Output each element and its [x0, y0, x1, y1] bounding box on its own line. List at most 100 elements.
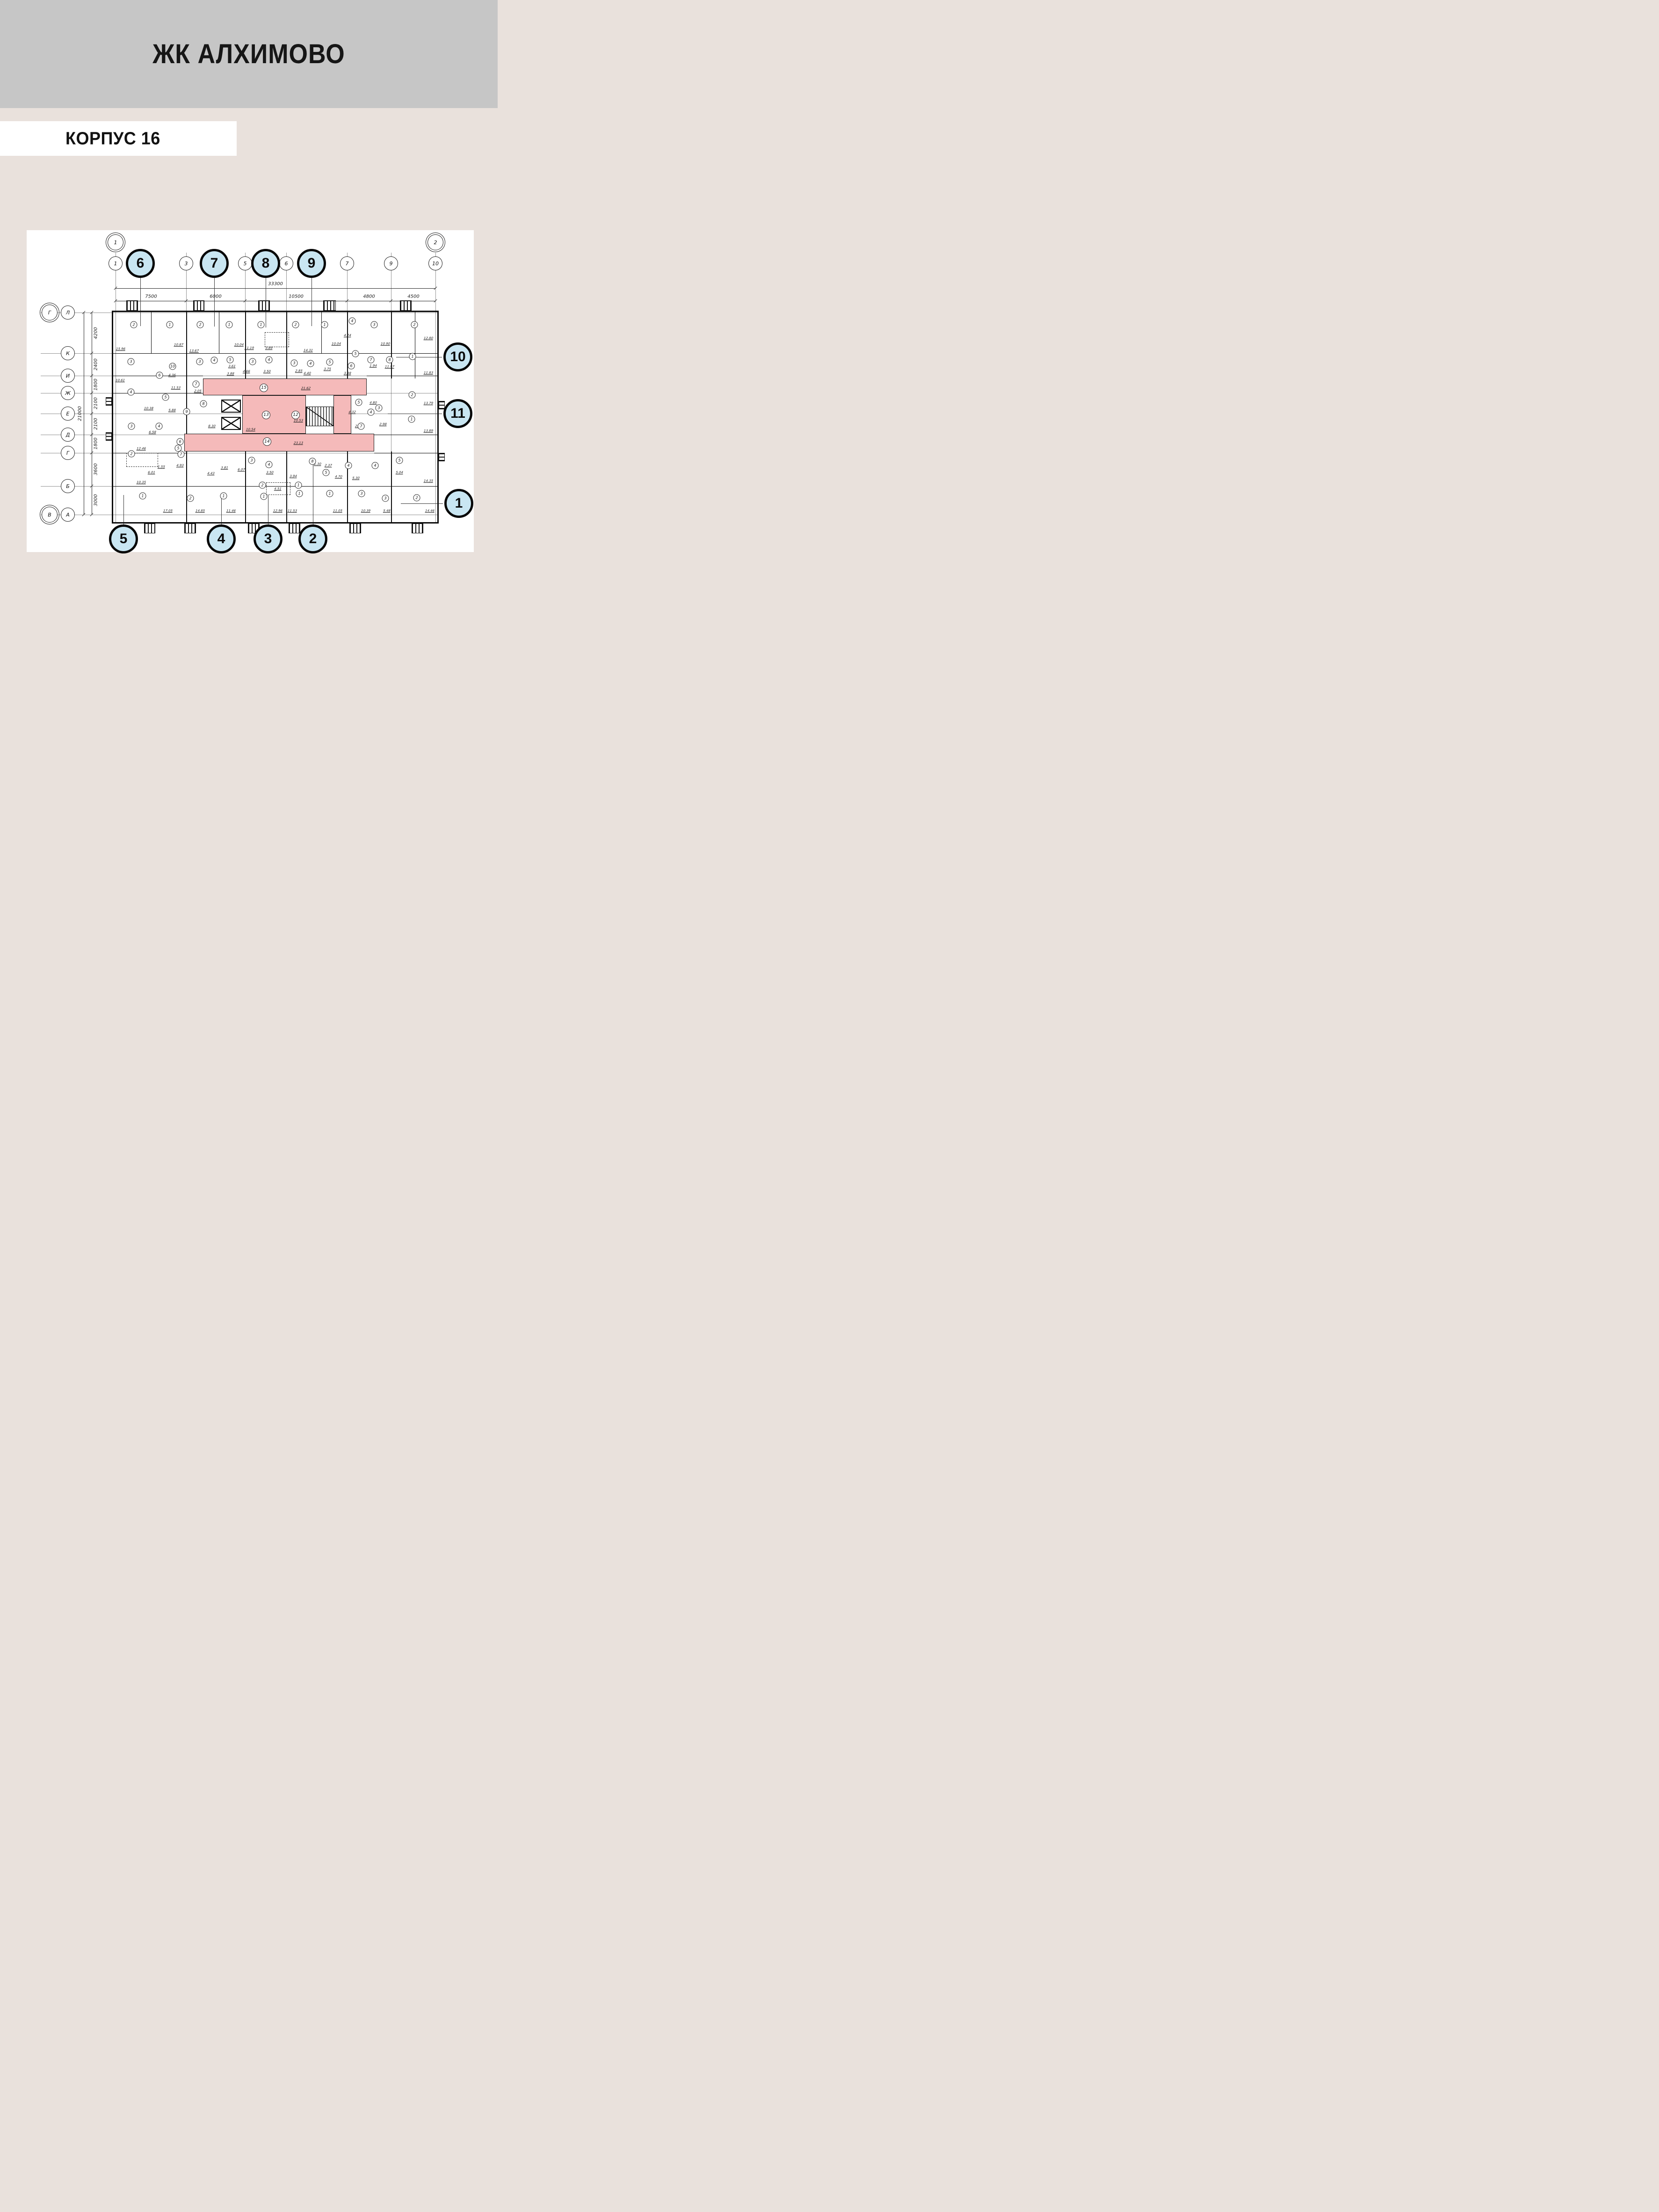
- balcony: [106, 432, 112, 441]
- room-number-circle: 4: [127, 388, 135, 396]
- grid-axis-circle-top: 10: [428, 256, 442, 270]
- korpus-label: КОРПУС 16: [65, 128, 160, 148]
- room-number-circle: 4: [371, 462, 379, 469]
- dashed-zone: [265, 332, 289, 347]
- room-area-label: 10.39: [361, 509, 371, 513]
- room-number-circle: 1: [139, 492, 146, 500]
- room-number-circle: 4: [367, 408, 375, 416]
- apartment-number-bubble[interactable]: 6: [126, 249, 155, 278]
- room-area-label: 15.96: [116, 347, 126, 351]
- room-number-circle: 4: [348, 317, 356, 325]
- room-number-circle: 2: [196, 321, 204, 328]
- apartment-number-bubble[interactable]: 1: [444, 489, 473, 518]
- interior-wall: [151, 311, 152, 353]
- balcony: [144, 524, 155, 533]
- room-area-label: 3.89: [265, 346, 273, 350]
- room-area-label: 6.01: [147, 471, 156, 474]
- interior-wall: [347, 451, 348, 524]
- apartment-leader-line: [140, 278, 141, 326]
- apartment-number-bubble[interactable]: 3: [254, 524, 283, 553]
- room-number-circle: 7: [177, 451, 185, 458]
- apartment-leader-line: [401, 503, 443, 504]
- page: { "title": "ЖК АЛХИМОВО", "subtitle": "К…: [0, 0, 498, 663]
- room-number-circle: 8: [386, 356, 393, 364]
- dashed-zone: [126, 453, 158, 467]
- room-area-label: 2.85: [295, 369, 303, 373]
- room-area-label: 14.46: [425, 509, 435, 513]
- room-area-label: 4.36: [168, 373, 176, 377]
- room-area-label: 5.04: [395, 471, 404, 474]
- room-number-circle: 1: [409, 353, 416, 360]
- apartment-number-bubble[interactable]: 7: [200, 249, 229, 278]
- room-area-label: 11.53: [171, 386, 181, 390]
- room-area-label: 14.31: [303, 349, 313, 352]
- room-number-circle: 2: [408, 391, 416, 399]
- apartment-number-bubble[interactable]: 5: [109, 524, 138, 553]
- grid-axis-circle-left: Е: [61, 407, 75, 421]
- grid-axis-circle-left: Д: [61, 428, 75, 442]
- room-number-circle: 1: [260, 493, 268, 500]
- room-number-circle: 1: [408, 415, 415, 423]
- room-area-label: 3.38: [343, 371, 352, 375]
- grid-axis-double-circle-top: 2: [426, 233, 445, 252]
- dim-width-segment-label: 4500: [407, 294, 420, 299]
- room-area-label: 12.96: [273, 509, 283, 513]
- room-number-circle: 7: [357, 422, 365, 430]
- room-number-circle: 8: [309, 458, 316, 465]
- corridor-area: [203, 378, 367, 395]
- room-number-circle: 8: [200, 400, 207, 407]
- apartment-number-bubble[interactable]: 4: [207, 524, 236, 553]
- room-area-label: 14.85: [195, 509, 205, 513]
- room-area-label: 11.53: [287, 509, 297, 513]
- apartment-number-bubble[interactable]: 2: [298, 524, 327, 553]
- room-area-label: 4.24: [343, 334, 352, 337]
- room-number-circle: 3: [128, 422, 135, 430]
- room-area-label: 10.61: [115, 378, 125, 382]
- room-area-label: 6.58: [148, 430, 157, 434]
- room-area-label: 10.54: [246, 428, 256, 431]
- corridor-number-circle: 12: [291, 411, 300, 419]
- grid-axis-circle-left: Л: [61, 306, 75, 320]
- room-number-circle: 4: [265, 461, 273, 468]
- balcony: [439, 401, 445, 409]
- room-area-label: 4.80: [369, 401, 377, 405]
- corridor-area: [184, 434, 374, 451]
- room-number-circle: 2: [259, 481, 266, 489]
- balcony: [184, 524, 196, 533]
- interior-wall: [286, 451, 287, 524]
- apartment-number-bubble[interactable]: 8: [251, 249, 280, 278]
- room-number-circle: 3: [382, 495, 389, 502]
- grid-axis-double-circle-top: 1: [106, 233, 125, 252]
- grid-axis-double-circle-left: Г: [40, 303, 59, 322]
- apartment-number-bubble[interactable]: 9: [297, 249, 326, 278]
- room-area-label: 14.35: [423, 479, 434, 483]
- interior-wall: [186, 378, 187, 434]
- room-area-label: 11.83: [423, 371, 434, 375]
- room-area-label: 4.40: [303, 371, 312, 375]
- room-area-label: 10.38: [144, 407, 154, 410]
- room-number-circle: 9: [183, 408, 190, 415]
- apartment-leader-line: [221, 495, 222, 524]
- room-number-circle: 3: [370, 321, 378, 328]
- room-area-label: 4.70: [334, 475, 343, 479]
- room-number-circle: 2: [411, 321, 418, 328]
- room-area-label: 23.13: [293, 441, 304, 445]
- dim-height-segment-label: 2100: [93, 418, 99, 430]
- room-number-circle: 2: [413, 494, 420, 502]
- apartment-number-bubble[interactable]: 10: [443, 342, 472, 371]
- room-area-label: 10.35: [136, 480, 146, 484]
- room-number-circle: 3: [196, 358, 203, 365]
- dim-height-segment-label: 1800: [93, 378, 99, 391]
- room-number-circle: 6: [348, 362, 355, 370]
- room-area-label: 3.94: [289, 474, 297, 478]
- room-area-label: 1.94: [369, 364, 377, 368]
- apartment-number-bubble[interactable]: 11: [443, 399, 472, 428]
- room-number-circle: 1: [257, 321, 265, 328]
- room-area-label: 3.61: [228, 364, 236, 368]
- room-number-circle: 5: [322, 469, 330, 476]
- dashed-zone: [266, 482, 290, 495]
- dim-total-width-label: 33300: [268, 281, 283, 287]
- dim-width-segment-label: 7500: [145, 294, 157, 299]
- dim-line-total-width: [116, 288, 435, 289]
